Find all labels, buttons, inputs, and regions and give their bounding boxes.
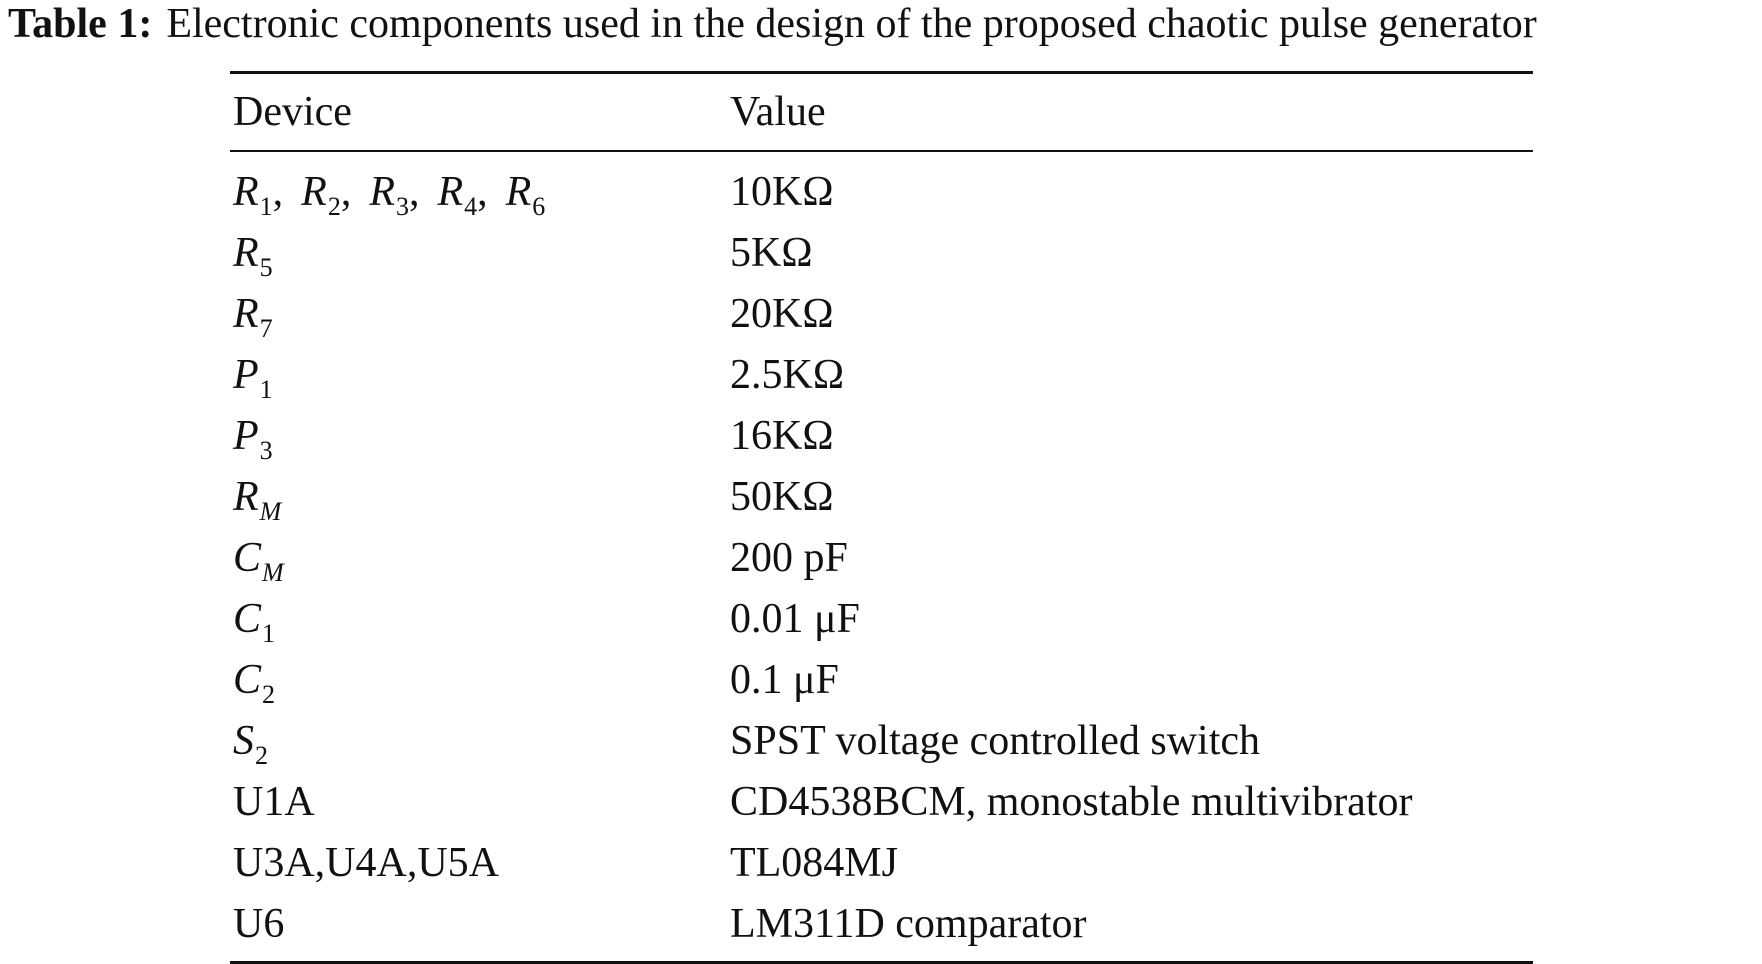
value-cell: 20KΩ [730,291,834,337]
device-cell: U3A,U4A,U5A [233,840,499,886]
table-row: C2 0.1 μF [230,650,1533,711]
value-cell: 0.01 μF [730,596,860,642]
device-cell: C2 [233,650,275,711]
table-row: U6 LM311D comparator [230,894,1533,955]
device-symbol: C [233,535,262,581]
device-symbol: R [369,169,395,215]
value-cell: LM311D comparator [730,901,1087,947]
device-subscript: 1 [259,192,273,221]
device-cell: CM [233,528,284,589]
device-cell: S2 [233,711,268,772]
device-symbol: R [233,474,259,520]
device-symbol: C [233,657,262,703]
device-symbol: R [233,230,259,276]
device-subscript: 4 [464,192,478,221]
device-symbol: S [233,718,254,764]
device-subscript: 1 [262,619,276,648]
device-symbol: R [505,169,532,215]
device-symbol: R [301,169,327,215]
table-row: C1 0.01 μF [230,589,1533,650]
device-subscript: M [262,558,284,587]
table-header-row: Device Value [230,74,1533,152]
table-row: R5 5KΩ [230,223,1533,284]
value-cell: 200 pF [730,535,848,581]
device-symbol: R [233,291,259,337]
device-cell: R1,R2,R3,R4,R6 [233,162,545,223]
device-subscript: 2 [262,680,276,709]
table-row: U1A CD4538BCM, monostable multivibrator [230,772,1533,833]
device-subscript: 7 [259,314,273,343]
table-row: RM 50KΩ [230,467,1533,528]
value-cell: 50KΩ [730,474,834,520]
table-row: U3A,U4A,U5A TL084MJ [230,833,1533,894]
device-cell: C1 [233,589,275,650]
device-separator: , [477,169,488,215]
device-cell: R5 [233,223,273,284]
device-subscript: 2 [255,741,268,770]
table-row: R7 20KΩ [230,284,1533,345]
device-separator: , [340,169,352,215]
value-cell: CD4538BCM, monostable multivibrator [730,779,1413,825]
device-subscript: 5 [259,253,273,282]
device-cell: U1A [233,779,315,825]
value-cell: 16KΩ [730,413,834,459]
device-subscript: 1 [259,375,273,404]
device-cell: RM [233,467,281,528]
table-row: CM 200 pF [230,528,1533,589]
device-subscript: 3 [395,192,409,221]
value-cell: 2.5KΩ [730,352,845,398]
device-subscript: 2 [327,192,341,221]
table-row: P1 2.5KΩ [230,345,1533,406]
device-cell: P3 [233,406,273,467]
value-cell: SPST voltage controlled switch [730,718,1261,764]
header-value: Value [730,89,826,135]
table-caption-text: Electronic components used in the design… [166,1,1537,47]
device-cell: P1 [233,345,273,406]
table-caption-label: Table 1: [8,1,153,47]
value-cell: TL084MJ [730,840,898,886]
table-row: S2 SPST voltage controlled switch [230,711,1533,772]
device-symbol: C [233,596,262,642]
device-subscript: M [259,497,282,526]
device-cell: R7 [233,284,273,345]
device-symbol: P [233,413,259,459]
device-subscript: 3 [259,436,273,465]
device-separator: , [408,169,420,215]
value-cell: 5KΩ [730,230,813,276]
device-symbol: R [233,169,259,215]
value-cell: 0.1 μF [730,657,839,703]
device-symbol: R [437,169,464,215]
header-device: Device [233,89,352,135]
table-caption: Table 1: Electronic components used in th… [8,0,1537,48]
value-cell: 10KΩ [730,169,834,215]
table-row: P3 16KΩ [230,406,1533,467]
device-separator: , [272,169,284,215]
device-cell: U6 [233,901,285,947]
device-symbol: P [233,352,259,398]
device-subscript: 6 [532,192,546,221]
